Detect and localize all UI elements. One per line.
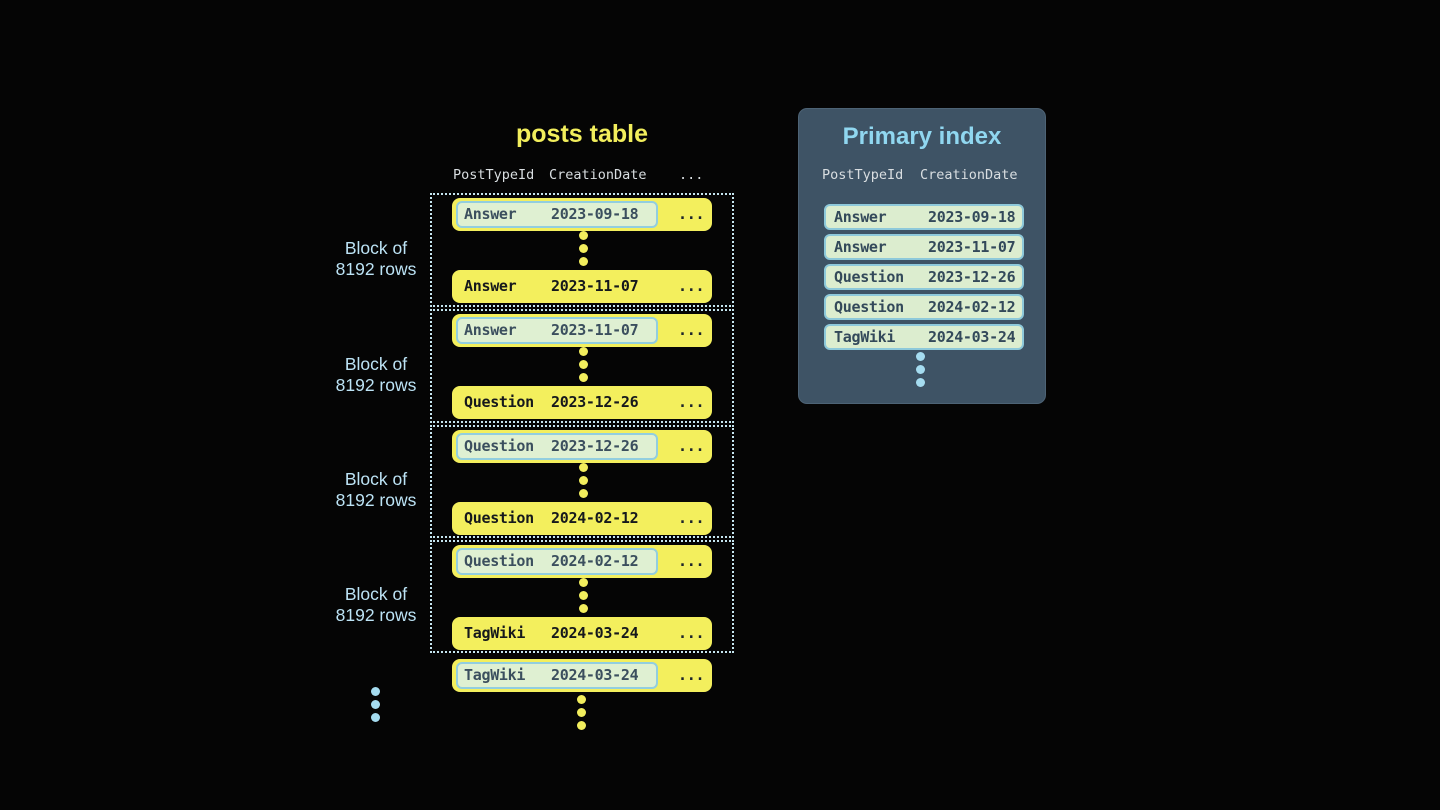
index-row: Question 2023-12-26	[824, 264, 1024, 290]
block-label-line1: Block of	[344, 238, 408, 258]
vertical-ellipsis-icon	[579, 231, 588, 270]
cell-posttypeid: Answer	[464, 205, 517, 223]
posts-column-more: ...	[679, 167, 704, 183]
cell-creationdate: 2023-09-18	[928, 208, 1016, 226]
table-row: Question 2023-12-26 ...	[452, 430, 712, 463]
block-label-line2: 8192 rows	[335, 375, 417, 395]
block-label-3: Block of 8192 rows	[291, 469, 461, 511]
primary-index-title: Primary index	[842, 123, 1002, 150]
vertical-ellipsis-icon	[579, 463, 588, 502]
indexed-columns-highlight	[456, 433, 658, 460]
posts-table-title: posts table	[516, 120, 648, 148]
cell-creationdate: 2024-02-12	[928, 298, 1016, 316]
cell-more: ...	[678, 624, 705, 642]
cell-creationdate: 2024-03-24	[551, 666, 639, 684]
cell-more: ...	[678, 393, 705, 411]
cell-creationdate: 2023-11-07	[551, 321, 639, 339]
index-column-posttypeid: PostTypeId	[822, 167, 904, 183]
cell-creationdate: 2024-02-12	[551, 509, 639, 527]
block-label-2: Block of 8192 rows	[291, 354, 461, 396]
vertical-ellipsis-icon	[579, 578, 588, 617]
cell-more: ...	[678, 552, 705, 570]
cell-posttypeid: TagWiki	[834, 328, 896, 346]
cell-posttypeid: Question	[464, 552, 534, 570]
cell-creationdate: 2024-03-24	[551, 624, 639, 642]
cell-posttypeid: TagWiki	[464, 624, 526, 642]
cell-more: ...	[678, 509, 705, 527]
indexed-columns-highlight	[456, 548, 658, 575]
cell-creationdate: 2024-02-12	[551, 552, 639, 570]
block-label-1: Block of 8192 rows	[291, 238, 461, 280]
cell-creationdate: 2023-12-26	[551, 393, 639, 411]
block-label-line2: 8192 rows	[335, 259, 417, 279]
block-3: Question 2023-12-26 ... Question 2024-02…	[430, 425, 734, 538]
index-column-creationdate: CreationDate	[920, 167, 1018, 183]
cell-posttypeid: Question	[464, 509, 534, 527]
indexed-columns-highlight	[456, 201, 658, 228]
table-row: Answer 2023-11-07 ...	[452, 314, 712, 347]
index-row: Question 2024-02-12	[824, 294, 1024, 320]
cell-more: ...	[678, 437, 705, 455]
cell-more: ...	[678, 205, 705, 223]
cell-posttypeid: TagWiki	[464, 666, 526, 684]
table-row: Answer 2023-11-07 ...	[452, 270, 712, 303]
table-row: Question 2023-12-26 ...	[452, 386, 712, 419]
table-row: Question 2024-02-12 ...	[452, 545, 712, 578]
cell-posttypeid: Answer	[464, 321, 517, 339]
block-label-line2: 8192 rows	[335, 605, 417, 625]
block-4: Question 2024-02-12 ... TagWiki 2024-03-…	[430, 540, 734, 653]
indexed-columns-highlight	[456, 317, 658, 344]
cell-creationdate: 2023-12-26	[551, 437, 639, 455]
cell-creationdate: 2023-11-07	[551, 277, 639, 295]
cell-posttypeid: Question	[834, 298, 904, 316]
cell-posttypeid: Question	[464, 393, 534, 411]
cell-creationdate: 2023-09-18	[551, 205, 639, 223]
posts-column-posttypeid: PostTypeId	[453, 167, 535, 183]
block-label-line2: 8192 rows	[335, 490, 417, 510]
vertical-ellipsis-icon	[371, 687, 380, 726]
index-row: Answer 2023-11-07	[824, 234, 1024, 260]
cell-posttypeid: Answer	[464, 277, 517, 295]
cell-creationdate: 2023-12-26	[928, 268, 1016, 286]
index-row: Answer 2023-09-18	[824, 204, 1024, 230]
block-label-line1: Block of	[344, 354, 408, 374]
cell-posttypeid: Answer	[834, 208, 887, 226]
table-row: Question 2024-02-12 ...	[452, 502, 712, 535]
primary-index-panel: Primary index PostTypeId CreationDate An…	[798, 108, 1046, 404]
block-label-4: Block of 8192 rows	[291, 584, 461, 626]
block-label-line1: Block of	[344, 469, 408, 489]
index-row: TagWiki 2024-03-24	[824, 324, 1024, 350]
cell-posttypeid: Answer	[834, 238, 887, 256]
cell-more: ...	[678, 321, 705, 339]
block-2: Answer 2023-11-07 ... Question 2023-12-2…	[430, 309, 734, 423]
posts-column-creationdate: CreationDate	[549, 167, 647, 183]
cell-more: ...	[678, 277, 705, 295]
block-1: Answer 2023-09-18 ... Answer 2023-11-07 …	[430, 193, 734, 307]
table-row: TagWiki 2024-03-24 ...	[452, 617, 712, 650]
vertical-ellipsis-icon	[579, 347, 588, 386]
block-label-line1: Block of	[344, 584, 408, 604]
cell-more: ...	[678, 666, 705, 684]
cell-creationdate: 2024-03-24	[928, 328, 1016, 346]
table-row: Answer 2023-09-18 ...	[452, 198, 712, 231]
cell-posttypeid: Question	[834, 268, 904, 286]
vertical-ellipsis-icon	[577, 695, 586, 734]
cell-posttypeid: Question	[464, 437, 534, 455]
indexed-columns-highlight	[456, 662, 658, 689]
cell-creationdate: 2023-11-07	[928, 238, 1016, 256]
vertical-ellipsis-icon	[916, 352, 925, 391]
table-row-overflow: TagWiki 2024-03-24 ...	[452, 659, 712, 692]
